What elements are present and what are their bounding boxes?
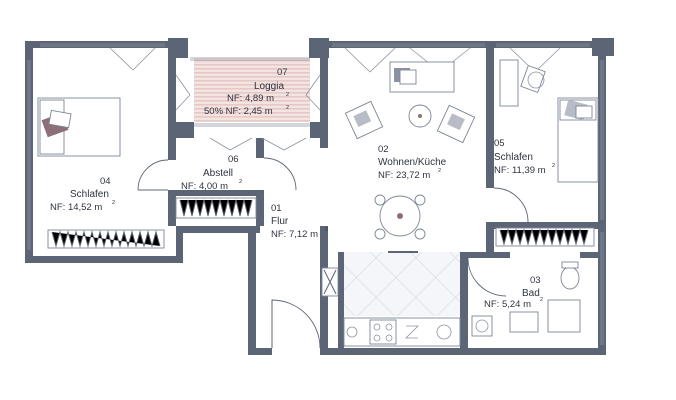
room-03-area: NF: 5,24 m <box>484 299 531 310</box>
armchairs <box>344 100 476 144</box>
room-04-area-unit: 2 <box>112 200 115 206</box>
dining-table <box>374 194 426 240</box>
room-01-area: NF: 7,12 m <box>271 229 318 240</box>
loggia-area <box>194 58 310 122</box>
room-01-number: 01 <box>271 203 282 214</box>
room-07-area-unit: 2 <box>286 92 289 98</box>
room-01-name: Flur <box>271 216 289 227</box>
room-06-name: Abstell <box>203 168 233 179</box>
room-06-area: NF: 4,00 m <box>181 181 228 192</box>
desk-bedroom-05 <box>499 59 546 107</box>
room-04-name: Schlafen <box>70 189 109 200</box>
closets <box>47 197 595 297</box>
room-02-area-unit: 2 <box>438 168 441 174</box>
sofa <box>389 61 455 93</box>
room-03-number: 03 <box>530 275 541 286</box>
room-02-name: Wohnen/Küche <box>378 157 447 168</box>
room-05-area-unit: 2 <box>552 163 555 169</box>
room-05-name: Schlafen <box>494 152 533 163</box>
bed-bedroom-05 <box>557 97 599 183</box>
room-07-name: Loggia <box>254 81 284 92</box>
room-05-number: 05 <box>494 138 505 149</box>
room-04-number: 04 <box>100 176 111 187</box>
room-03-area-unit: 2 <box>540 297 543 303</box>
room-07-area: NF: 4,89 m <box>227 93 274 104</box>
room-06-area-unit: 2 <box>239 179 242 185</box>
room-01-area-unit: 2 <box>325 227 328 233</box>
room-06-number: 06 <box>228 154 239 165</box>
room-05-area: NF: 11,39 m <box>494 165 546 176</box>
walls <box>25 38 614 355</box>
kitchen-row <box>343 317 461 347</box>
room-02-number: 02 <box>378 144 389 155</box>
doors <box>137 157 529 349</box>
room-02-area: NF: 23,72 m <box>378 170 430 181</box>
windows <box>27 43 604 345</box>
room-04-area: NF: 14,52 m <box>50 202 102 213</box>
room-07-area-half-unit: 2 <box>286 105 289 111</box>
room-07-area-half: 50% NF: 2,45 m <box>204 106 273 117</box>
room-07-number: 07 <box>277 67 288 78</box>
bath-fixtures <box>471 261 581 337</box>
kitchen-floor <box>344 252 460 316</box>
room-03-name: Bad <box>522 288 540 299</box>
bed-bedroom-04 <box>37 97 121 157</box>
